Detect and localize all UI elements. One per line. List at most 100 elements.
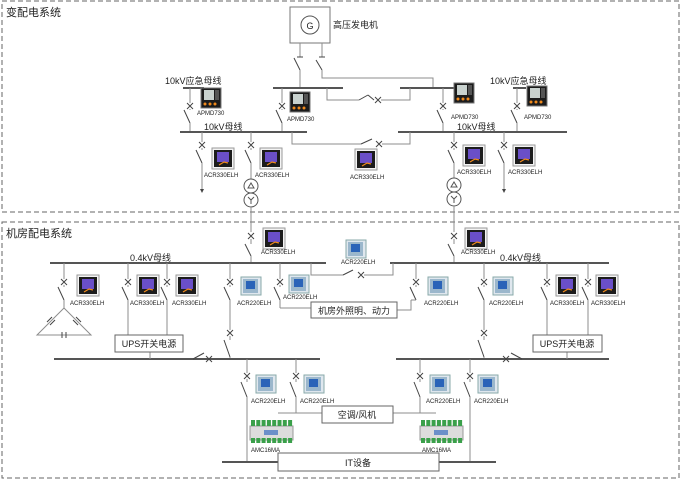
wire: [364, 263, 394, 276]
switch-icon: [223, 339, 231, 358]
switch-icon: [409, 286, 417, 301]
ups-label-left: UPS开关电源: [122, 338, 177, 349]
module-label: [434, 430, 448, 435]
amc16ma-module-icon: [249, 420, 294, 443]
meter-screen: [265, 152, 277, 162]
breaker-x-icon: [412, 278, 420, 286]
device-model-label: ACR220ELH: [424, 301, 458, 307]
arrow-icon: [502, 189, 506, 193]
apmd730-meter-icon: [289, 91, 311, 113]
terminal-block: [458, 438, 463, 443]
breaker-x-icon: [292, 372, 300, 380]
terminal-block: [288, 438, 293, 443]
switch-icon: [160, 286, 168, 301]
terminal-block: [447, 438, 452, 443]
meter-screen: [457, 85, 467, 95]
meter-screen: [470, 232, 482, 242]
meter-accent: [218, 161, 229, 166]
breaker-x-icon: [124, 278, 132, 286]
acr220elh-meter-icon: [427, 276, 449, 296]
breaker-x-icon: [543, 278, 551, 286]
meter-accent: [471, 241, 482, 246]
breaker-x-icon: [247, 232, 255, 240]
meter-button: [534, 100, 538, 104]
breaker-x-icon: [480, 329, 488, 337]
wire: [291, 132, 361, 145]
meter-accent: [266, 161, 277, 166]
terminal-block: [282, 420, 287, 426]
device-model-label: ACR220ELH: [489, 301, 523, 307]
meter-screen: [217, 152, 229, 162]
device-model-label: ACR330ELH: [591, 301, 625, 307]
terminal-block: [426, 420, 431, 426]
device-model-label: AMC16MA: [251, 448, 280, 454]
wire: [397, 300, 412, 311]
switch-icon: [540, 286, 548, 301]
meter-screen: [483, 379, 492, 387]
breaker-x-icon: [450, 141, 458, 149]
it-equipment-label: IT设备: [345, 457, 371, 468]
meter-side: [468, 85, 472, 95]
switch-icon: [497, 149, 505, 164]
breaker-x-icon: [226, 278, 234, 286]
terminal-block: [421, 438, 425, 443]
switch-icon: [244, 243, 252, 257]
breaker-x-icon: [500, 141, 508, 149]
switch-icon: [413, 381, 421, 398]
load-boxes: UPS开关电源 UPS开关电源 机房外照明、动力 空调/风机 IT设备: [114, 301, 603, 472]
terminal-block: [272, 438, 277, 443]
acr330elh-meter-icon: [464, 227, 488, 250]
breaker-x-icon: [205, 355, 213, 363]
device-model-label: ACR330ELH: [172, 301, 206, 307]
terminal-block: [452, 438, 457, 443]
device-model-label: ACR330ELH: [130, 301, 164, 307]
meter-accent: [519, 158, 530, 163]
meter-screen: [561, 279, 573, 289]
switch-icon: [360, 138, 373, 145]
terminal-block: [442, 438, 447, 443]
wire: [381, 88, 411, 101]
switch-icon: [289, 381, 297, 398]
acr330elh-meter-icon: [211, 147, 235, 170]
transformer-icon: [446, 177, 462, 193]
acr330elh-meter-icon: [76, 274, 100, 297]
switch-icon: [510, 352, 523, 360]
main-10kv-bus-label-left: 10kV母线: [204, 121, 243, 132]
acr220elh-meter-icon: [345, 239, 367, 259]
device-model-label: AMC16MA: [422, 448, 451, 454]
breaker-x-icon: [278, 102, 286, 110]
meter-accent: [143, 288, 154, 293]
wire: [321, 70, 434, 88]
device-model-label: ACR330ELH: [457, 170, 491, 176]
generator: G: [289, 6, 331, 44]
meter-screen: [246, 281, 255, 289]
wire: [35, 307, 93, 336]
terminal-block: [452, 420, 457, 426]
switch-icon: [240, 381, 248, 398]
meter-screen: [360, 153, 372, 163]
terminal-block: [266, 438, 271, 443]
terminal-block: [458, 420, 463, 426]
meter-accent: [182, 288, 193, 293]
meter-side: [215, 90, 219, 100]
terminal-block: [442, 420, 447, 426]
terminal-block: [256, 420, 261, 426]
breaker-x-icon: [243, 372, 251, 380]
acr330elh-meter-icon: [512, 144, 536, 167]
meter-screen: [268, 232, 280, 242]
terminal-block: [266, 420, 271, 426]
breaker-x-icon: [584, 278, 592, 286]
terminal-block: [431, 420, 436, 426]
terminal-block: [426, 438, 431, 443]
device-model-label: ACR330ELH: [550, 301, 584, 307]
switch-icon: [192, 352, 205, 360]
acr220elh-meter-icon: [255, 374, 277, 394]
terminal-block: [272, 420, 277, 426]
terminal-block: [288, 420, 293, 426]
meter-button: [539, 100, 543, 104]
meter-button: [529, 100, 533, 104]
meter-screen: [530, 88, 540, 98]
